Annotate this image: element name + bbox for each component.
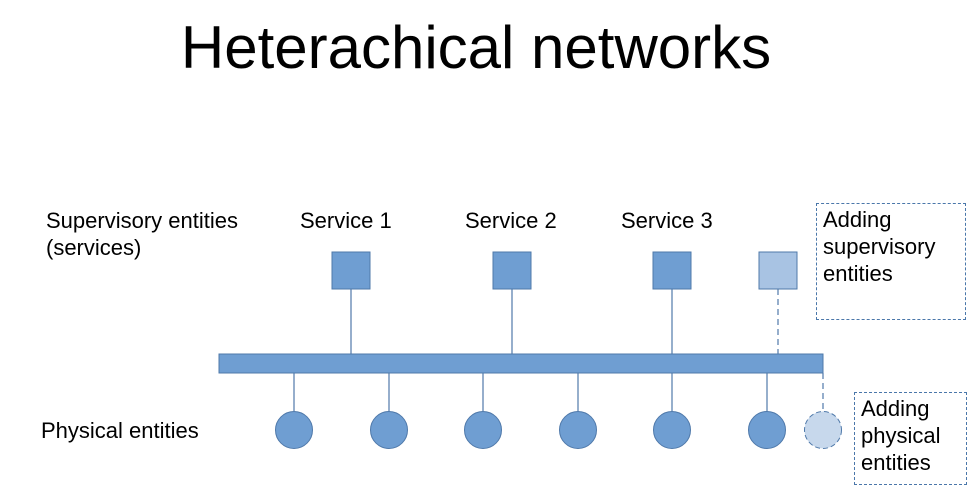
- added-service-node: [758, 251, 798, 290]
- service-2-label: Service 2: [465, 208, 557, 233]
- added-physical-entity: [804, 411, 842, 449]
- physical-entity-5: [653, 411, 691, 449]
- adding-supervisory-text: Adding supervisory entities: [823, 207, 936, 286]
- service-1-node: [331, 251, 371, 290]
- physical-entity-4: [559, 411, 597, 449]
- slide-title: Heterachical networks: [180, 14, 772, 81]
- service-3-label: Service 3: [621, 208, 713, 233]
- physical-entity-6: [748, 411, 786, 449]
- physical-entity-3: [464, 411, 502, 449]
- adding-supervisory-note: Adding supervisory entities: [816, 203, 966, 320]
- service-3-node: [652, 251, 692, 290]
- network-bus: [218, 353, 824, 374]
- supervisory-entities-label: Supervisory entities (services): [46, 208, 238, 260]
- service-1-label: Service 1: [300, 208, 392, 233]
- physical-entity-1: [275, 411, 313, 449]
- physical-entities-label: Physical entities: [41, 418, 199, 443]
- adding-physical-text: Adding physical entities: [861, 396, 941, 475]
- adding-physical-note: Adding physical entities: [854, 392, 967, 485]
- physical-entity-2: [370, 411, 408, 449]
- service-2-node: [492, 251, 532, 290]
